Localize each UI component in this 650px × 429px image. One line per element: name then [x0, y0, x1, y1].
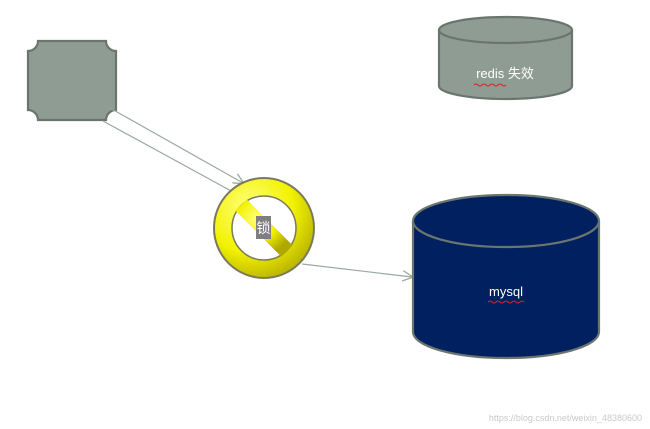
mysql-node[interactable]: mysql	[411, 193, 601, 360]
lock-label: 锁	[257, 220, 271, 236]
redis-node[interactable]: redis 失效	[437, 15, 574, 101]
edge-client-to-lock	[102, 107, 243, 193]
mysql-label: mysql	[489, 284, 523, 299]
mysql-cylinder-top	[411, 193, 601, 249]
edge-line-lower	[102, 120, 234, 193]
mysql-cylinder-body	[411, 221, 601, 360]
edge-line	[301, 263, 412, 277]
edge-line-upper	[109, 107, 243, 183]
lock-label-bg	[256, 216, 271, 239]
watermark: https://blog.csdn.net/weixin_48380600	[488, 413, 642, 423]
redis-cylinder-top	[437, 15, 574, 45]
mysql-spellcheck-underline	[487, 300, 525, 304]
redis-cylinder-body	[437, 30, 574, 101]
redis-label-word: redis	[476, 66, 505, 81]
edge-lock-to-mysql	[301, 263, 412, 277]
redis-label: redis 失效	[476, 66, 534, 81]
client-plaque-shape	[26, 39, 118, 122]
redis-spellcheck-underline	[473, 83, 507, 87]
redis-label-rest: 失效	[504, 66, 534, 81]
lock-node[interactable]: 锁	[213, 177, 315, 279]
client-node[interactable]	[26, 39, 118, 122]
